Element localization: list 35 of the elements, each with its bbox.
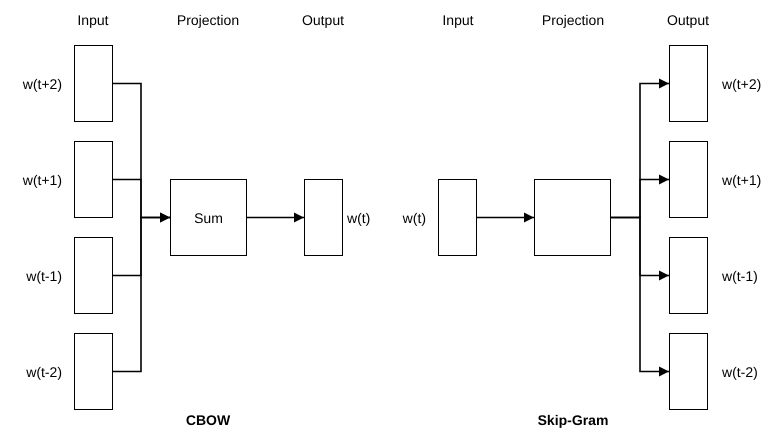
process-box bbox=[170, 179, 247, 256]
vector-box bbox=[669, 237, 708, 314]
arrow bbox=[611, 216, 669, 376]
word-label: w(t-1) bbox=[722, 268, 758, 284]
word-label: w(t-2) bbox=[722, 364, 758, 380]
word-label: w(t+1) bbox=[722, 172, 762, 188]
word-label: w(t+2) bbox=[22, 76, 62, 92]
column-heading: Output bbox=[666, 12, 710, 28]
column-heading: Input bbox=[77, 12, 109, 28]
diagram-caption: CBOW bbox=[186, 412, 230, 428]
column-heading: Output bbox=[302, 12, 344, 28]
vector-box bbox=[74, 141, 113, 218]
vector-box bbox=[74, 237, 113, 314]
vector-box bbox=[669, 141, 708, 218]
arrow bbox=[113, 212, 170, 372]
word-label: w(t-1) bbox=[26, 268, 62, 284]
vector-box bbox=[304, 179, 343, 256]
vector-box bbox=[438, 179, 477, 256]
node-label: Sum bbox=[194, 210, 223, 226]
word-label: w(t) bbox=[347, 210, 370, 226]
vector-box bbox=[74, 333, 113, 410]
column-heading: Projection bbox=[542, 12, 604, 28]
vector-box bbox=[74, 45, 113, 122]
vector-box bbox=[669, 45, 708, 122]
column-heading: Projection bbox=[176, 12, 240, 28]
arrow bbox=[477, 212, 534, 222]
word-label: w(t+1) bbox=[22, 172, 62, 188]
vector-box bbox=[669, 333, 708, 410]
vector-box bbox=[534, 179, 611, 256]
word-label: w(t+2) bbox=[722, 76, 762, 92]
diagram-caption: Skip-Gram bbox=[538, 412, 608, 428]
arrow bbox=[247, 212, 304, 222]
column-heading: Input bbox=[442, 12, 474, 28]
word-label: w(t) bbox=[402, 210, 426, 226]
word-label: w(t-2) bbox=[26, 364, 62, 380]
